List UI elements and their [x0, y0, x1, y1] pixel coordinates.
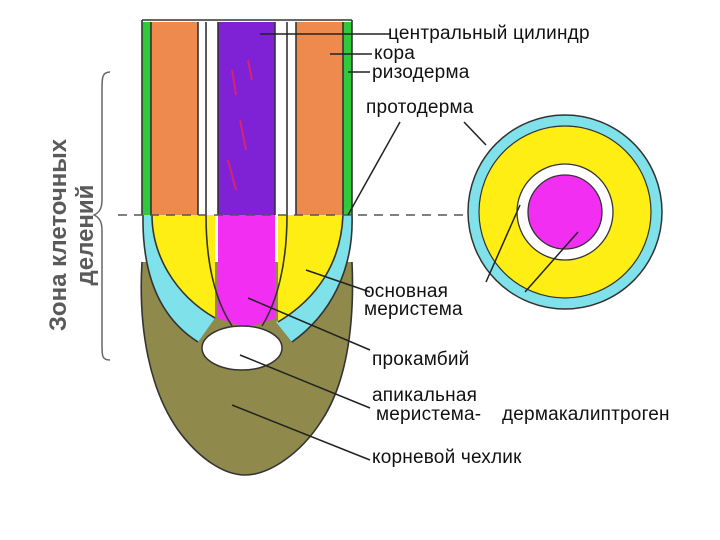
central-cylinder	[218, 22, 275, 215]
cross-section-procambium	[528, 175, 602, 249]
label-apical-meristem-1: апикальная	[372, 386, 477, 406]
label-central-cylinder: центральный цилиндр	[388, 24, 590, 44]
label-root-cap: корневой чехлик	[372, 448, 522, 468]
label-protoderm: протодерма	[366, 98, 474, 118]
procambium	[218, 215, 275, 326]
rhizodermis-right	[343, 22, 352, 215]
cortex-right	[296, 22, 343, 215]
label-cortex: кора	[374, 44, 415, 64]
endodermis-strip-left	[198, 22, 218, 215]
label-apical-meristem-2: меристема-	[376, 405, 481, 425]
apical-meristem	[202, 326, 282, 370]
label-procambium: прокамбий	[372, 350, 469, 370]
rhizodermis-left	[142, 22, 151, 215]
zone-title-line1: Зона клеточных	[45, 90, 72, 380]
label-ground-meristem-2: меристема	[364, 300, 463, 320]
endodermis-strip-right	[275, 22, 296, 215]
label-rhizodermis: ризодерма	[372, 63, 469, 83]
zone-title-line2: делений	[72, 90, 99, 380]
label-dermacalyptrogen: дермакалиптроген	[502, 405, 670, 425]
zone-title: Зона клеточных делений	[45, 90, 105, 380]
cortex-left	[151, 22, 198, 215]
